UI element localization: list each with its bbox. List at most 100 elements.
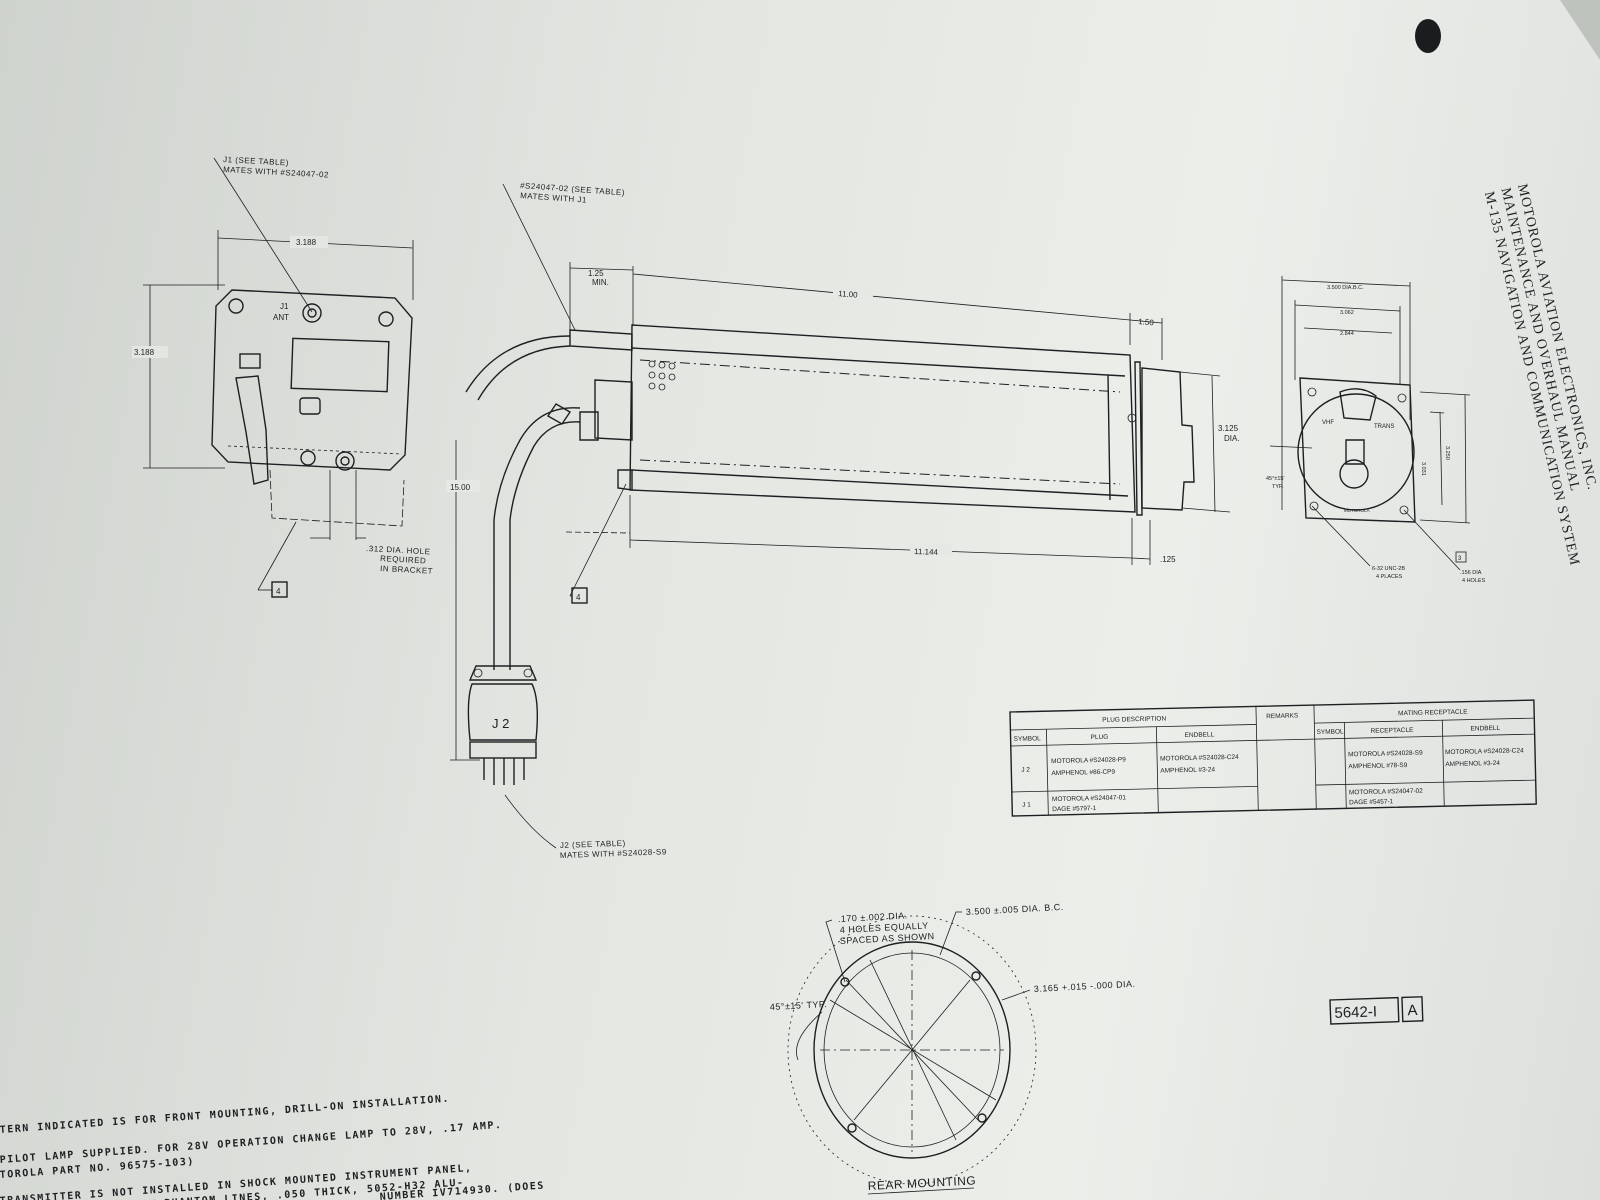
- svg-text:AMPHENOL #3-24: AMPHENOL #3-24: [1445, 760, 1500, 768]
- j2-callout-line-1: J2 (SEE TABLE): [560, 839, 626, 850]
- end-hole-line-2: 4 HOLES: [1462, 578, 1486, 584]
- end-note-ref-box: [1455, 551, 1467, 563]
- svg-text:MOTOROLA #S24028-C24: MOTOROLA #S24028-C24: [1160, 754, 1239, 763]
- end-dim-right-1: 3.250: [1444, 446, 1450, 460]
- rear-holes-line-1: .170 ±.002 DIA.: [838, 910, 908, 924]
- dim-cable: 15.00: [450, 483, 471, 492]
- dim-overall: 11.144: [914, 547, 939, 557]
- front-pilot-lamp: [335, 451, 355, 471]
- plug-table: PLUG DESCRIPTION REMARKS MATING RECEPTAC…: [1009, 699, 1537, 817]
- table-header-mating-receptacle: MATING RECEPTACLE: [1398, 709, 1468, 718]
- rear-cutout-label: 3.165 +.015 -.000 DIA.: [1034, 979, 1136, 994]
- front-width-dimension: 3.188: [296, 238, 317, 247]
- table-row: J 2 MOTOROLA #S24028-P9 AMPHENOL #86-CP9…: [1021, 747, 1524, 777]
- end-dim-right-2: 3.031: [1420, 462, 1426, 476]
- ant-label: ANT: [273, 313, 289, 322]
- table-row: J 1 MOTOROLA #S24047-01 DAGE #5797-1 MOT…: [1022, 788, 1423, 813]
- front-screw-top-left: [228, 298, 244, 314]
- rear-angle-label: 45°±15' TYP.: [770, 999, 828, 1012]
- svg-text:MOTOROLA #S24028-S9: MOTOROLA #S24028-S9: [1348, 750, 1423, 759]
- side-view: #S24047-02 (SEE TABLE) MATES WITH J1 1.2…: [446, 181, 1240, 860]
- notes-block: TERN INDICATED IS FOR FRONT MOUNTING, DR…: [0, 1094, 545, 1200]
- table-header-endbell: ENDBELL: [1184, 731, 1214, 739]
- svg-text:DAGE #5457-1: DAGE #5457-1: [1349, 798, 1394, 806]
- rear-holes-line-3: SPACED AS SHOWN: [840, 931, 935, 946]
- end-dim-3: 2.844: [1340, 331, 1354, 337]
- dim-min-label: MIN.: [592, 278, 609, 287]
- rear-mounting-caption: REAR MOUNTING: [867, 1173, 976, 1193]
- svg-text:DAGE #5797-1: DAGE #5797-1: [1052, 805, 1097, 813]
- rear-mount: [1141, 367, 1195, 511]
- front-toggle-switch: [235, 375, 269, 485]
- table-header-endbell-2: ENDBELL: [1470, 725, 1500, 733]
- dim-length: 11.00: [838, 289, 859, 300]
- front-note-ref-box: [271, 581, 288, 598]
- table-header-plug: PLUG: [1091, 734, 1109, 741]
- svg-text:MOTOROLA #S24047-02: MOTOROLA #S24047-02: [1349, 788, 1423, 797]
- hole-note-line-3: IN BRACKET: [380, 564, 433, 576]
- front-screw-bottom: [300, 450, 316, 466]
- side-front-bezel: [594, 379, 633, 441]
- front-note-ref: 4: [276, 587, 281, 596]
- end-view-face: [1299, 377, 1416, 523]
- front-screw-top-right: [378, 311, 394, 327]
- end-note-ref: 3: [1458, 556, 1462, 562]
- j1-coax-connector: [569, 329, 633, 351]
- side-note-ref-box: [571, 587, 588, 604]
- end-screw-line-1: 6-32 UNC-2B: [1372, 566, 1405, 572]
- front-panel-body: [211, 289, 413, 471]
- svg-text:J 2: J 2: [1021, 767, 1030, 774]
- rear-hole-2: [971, 971, 981, 981]
- rear-hole-4: [977, 1113, 987, 1123]
- end-screw-line-2: 4 PLACES: [1376, 574, 1403, 580]
- vhf-label: VHF: [1322, 420, 1334, 426]
- dim-dia: 3.125: [1218, 424, 1239, 433]
- table-header-receptacle: RECEPTACLE: [1370, 727, 1414, 735]
- end-view: 3.500 DIA.B.C. 3.062 2.844 VHF TRANS MOT…: [1266, 276, 1486, 584]
- j1-antenna-connector: [302, 303, 322, 323]
- table-header-symbol-2: SYMBOL: [1316, 728, 1344, 736]
- hole-note-line-2: REQUIRED: [380, 554, 427, 565]
- end-angle-line-2: TYP.: [1272, 484, 1284, 490]
- dim-rear: 1.50: [1138, 317, 1155, 327]
- dim-min: 1.25: [588, 269, 604, 278]
- front-view: J1 (SEE TABLE) MATES WITH #S24047-02 3.1…: [132, 155, 433, 598]
- j2-connector: [467, 683, 539, 741]
- rear-cutout-circle: [813, 941, 1011, 1159]
- svg-text:MOTOROLA #S24028-C24: MOTOROLA #S24028-C24: [1445, 747, 1524, 756]
- punch-hole: [1415, 19, 1441, 53]
- j2-cable: [493, 407, 581, 670]
- j1-label: J1: [280, 302, 289, 311]
- title-block: MOTOROLA AVIATION ELECTRONICS, INC. MAIN…: [1481, 183, 1599, 568]
- figure-id: 5642-I A: [1329, 996, 1424, 1025]
- j1-callout-line-1: J1 (SEE TABLE): [223, 155, 289, 167]
- side-vent-holes: [648, 360, 676, 391]
- end-dim-2: 3.062: [1340, 310, 1354, 316]
- svg-text:MOTOROLA #S24028-P9: MOTOROLA #S24028-P9: [1051, 756, 1126, 765]
- hole-note-line-1: .312 DIA. HOLE: [366, 544, 431, 556]
- end-hole-line-1: .156 DIA: [1460, 570, 1482, 576]
- figure-number: 5642-I: [1334, 1003, 1377, 1021]
- svg-text:AMPHENOL #86-CP9: AMPHENOL #86-CP9: [1051, 769, 1115, 777]
- svg-text:J 1: J 1: [1022, 802, 1031, 809]
- front-height-dimension: 3.188: [134, 348, 155, 357]
- svg-text:AMPHENOL #78-S9: AMPHENOL #78-S9: [1348, 762, 1408, 770]
- table-header-plug-description: PLUG DESCRIPTION: [1102, 715, 1166, 723]
- rear-mounting-view: .170 ±.002 DIA. 4 HOLES EQUALLY SPACED A…: [770, 902, 1136, 1195]
- svg-text:AMPHENOL #3-24: AMPHENOL #3-24: [1160, 766, 1215, 774]
- page-corner: [1560, 0, 1600, 60]
- front-switch-base: [239, 353, 261, 369]
- trans-label: TRANS: [1374, 424, 1394, 430]
- end-brand-label: MOTOROLA: [1344, 508, 1370, 513]
- j2-label: J 2: [492, 716, 509, 731]
- front-indicator: [299, 397, 321, 415]
- table-header-remarks: REMARKS: [1266, 712, 1299, 720]
- rear-holes-line-2: 4 HOLES EQUALLY: [840, 920, 929, 935]
- svg-text:MOTOROLA #S24047-01: MOTOROLA #S24047-01: [1052, 794, 1126, 803]
- side-note-ref: 4: [576, 593, 581, 602]
- dim-flange: .125: [1160, 555, 1176, 564]
- j1-callout-line-2: MATES WITH #S24047-02: [223, 165, 329, 180]
- dim-dia-label: DIA.: [1224, 434, 1240, 443]
- front-panel-window: [290, 337, 390, 393]
